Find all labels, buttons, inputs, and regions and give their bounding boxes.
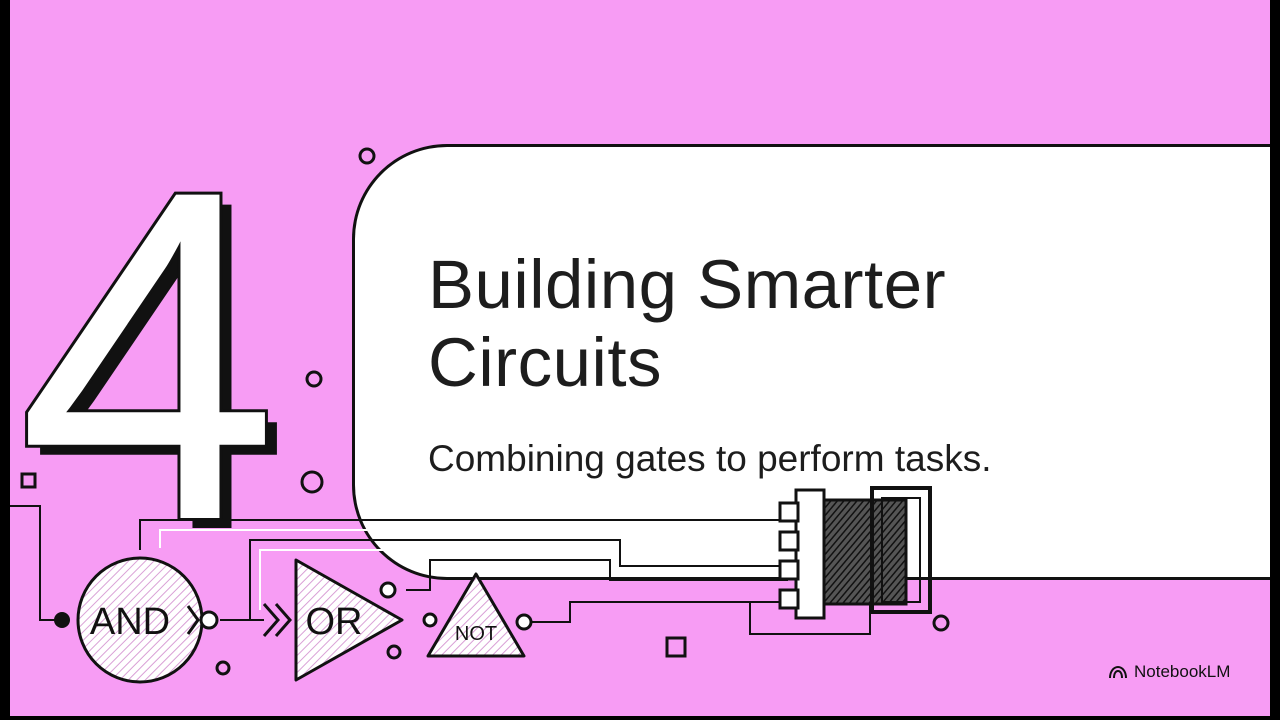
decorative-squares <box>20 472 687 658</box>
or-gate: OR <box>262 558 404 682</box>
not-gate: NOT <box>422 572 533 658</box>
and-gate: AND <box>54 556 219 684</box>
not-gate-label: NOT <box>455 623 497 645</box>
slide: Building Smarter Circuits Combining gate… <box>10 0 1270 716</box>
slide-title: Building Smarter Circuits <box>428 246 947 401</box>
and-gate-label: AND <box>90 601 170 643</box>
decorative-circles <box>215 147 950 676</box>
section-number: 4 <box>17 93 278 618</box>
brand-name: NotebookLM <box>1134 662 1231 681</box>
notebooklm-logo-icon <box>1109 665 1127 679</box>
chip-icon <box>778 486 932 620</box>
circuit-illustration: 4 4 <box>10 90 950 684</box>
notebooklm-brand: NotebookLM <box>1108 660 1230 684</box>
slide-subtitle: Combining gates to perform tasks. <box>428 438 992 479</box>
or-gate-label: OR <box>306 601 363 643</box>
circuit-wires-light <box>159 529 770 610</box>
